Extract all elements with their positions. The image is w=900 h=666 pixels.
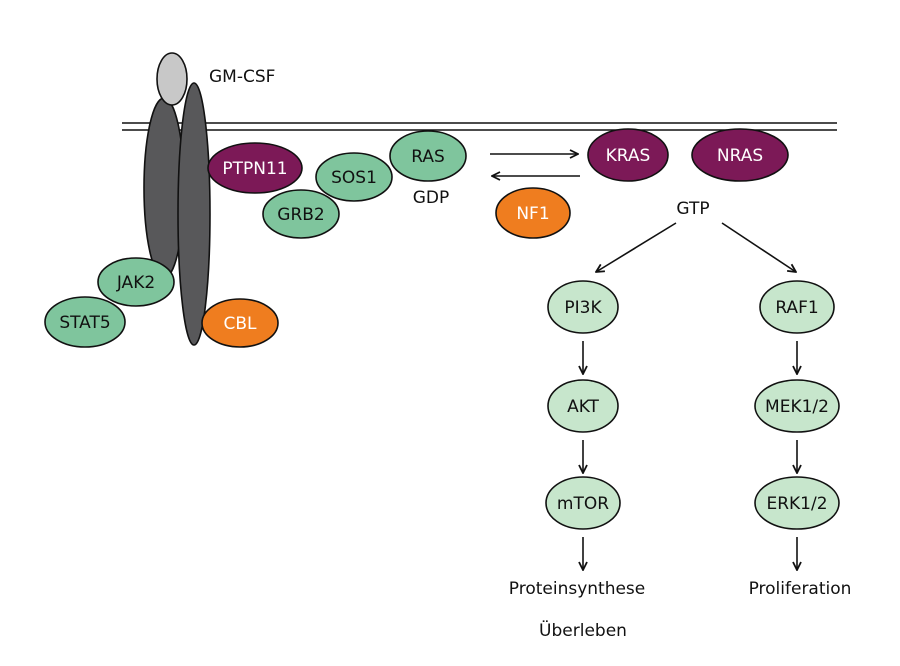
outcome-protein-synthesis: Proteinsynthese [509, 579, 646, 599]
svg-text:STAT5: STAT5 [59, 313, 110, 333]
node-grb2: GRB2 [262, 189, 340, 239]
svg-text:AKT: AKT [567, 397, 599, 417]
node-cbl: CBL [201, 298, 279, 348]
node-nras: NRAS [691, 128, 789, 182]
cell-membrane [122, 122, 837, 131]
svg-text:SOS1: SOS1 [331, 168, 377, 188]
svg-text:GRB2: GRB2 [277, 205, 324, 225]
gdp-label: GDP [413, 188, 450, 208]
gtp-label: GTP [676, 199, 709, 219]
outcome-survival: Überleben [539, 619, 627, 641]
node-mtor: mTOR [545, 476, 621, 530]
node-ptpn11: PTPN11 [207, 142, 303, 194]
svg-text:RAS: RAS [411, 147, 445, 167]
svg-text:NF1: NF1 [516, 204, 549, 224]
node-sos1: SOS1 [315, 152, 393, 202]
svg-text:PTPN11: PTPN11 [222, 159, 287, 179]
node-erk12: ERK1/2 [754, 476, 840, 530]
node-kras: KRAS [587, 128, 669, 182]
node-mek12: MEK1/2 [754, 379, 840, 433]
arrow-to-raf1 [721, 222, 796, 272]
svg-text:JAK2: JAK2 [116, 273, 155, 293]
svg-text:KRAS: KRAS [606, 146, 651, 166]
svg-text:CBL: CBL [223, 314, 257, 334]
svg-text:NRAS: NRAS [717, 146, 763, 166]
receptor-beta-chain [177, 82, 211, 346]
svg-text:mTOR: mTOR [557, 494, 609, 514]
ligand-label: GM-CSF [209, 67, 275, 87]
gm-csf-receptor [143, 82, 211, 346]
arrow-to-pi3k [596, 222, 677, 272]
svg-text:RAF1: RAF1 [775, 298, 818, 318]
svg-text:MEK1/2: MEK1/2 [765, 397, 829, 417]
gm-csf-ligand [156, 52, 188, 106]
node-jak2: JAK2 [97, 257, 175, 307]
node-ras: RAS [389, 130, 467, 182]
node-nf1: NF1 [495, 187, 571, 239]
outcome-proliferation: Proliferation [749, 579, 852, 599]
node-raf1: RAF1 [759, 280, 835, 334]
node-akt: AKT [547, 379, 619, 433]
node-stat5: STAT5 [44, 296, 126, 348]
node-pi3k: PI3K [547, 280, 619, 334]
svg-text:PI3K: PI3K [564, 298, 602, 318]
svg-text:ERK1/2: ERK1/2 [766, 494, 827, 514]
